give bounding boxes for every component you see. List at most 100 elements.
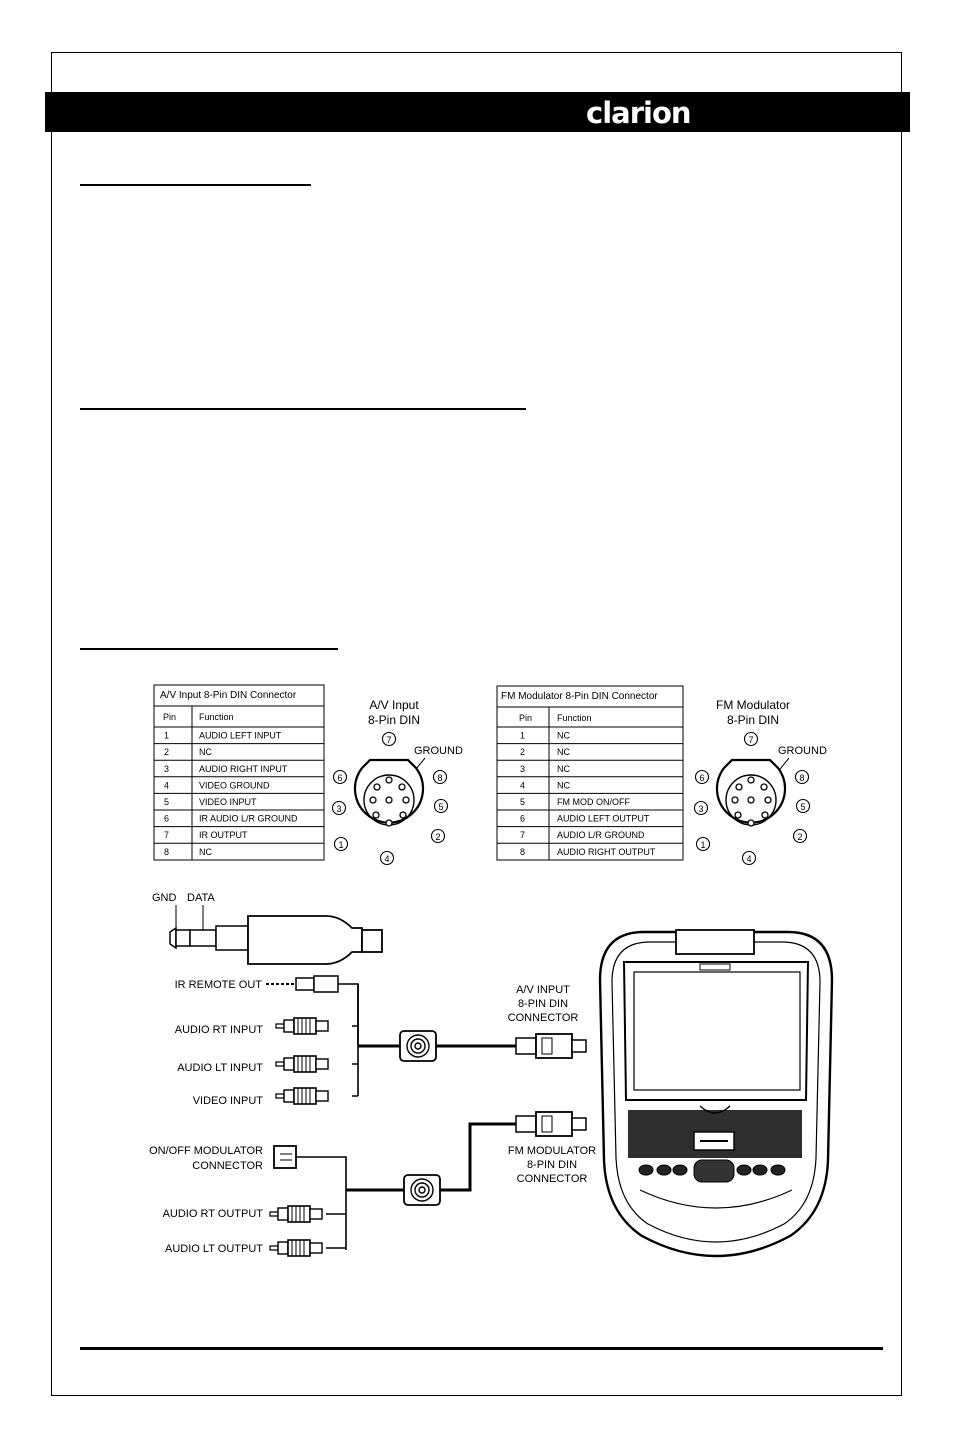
fm-din-label-ring-6 xyxy=(694,769,710,785)
av-function-3: AUDIO RIGHT INPUT xyxy=(199,764,288,774)
fm-din-title-2: 8-Pin DIN xyxy=(727,713,779,727)
fm-din-hole-8 xyxy=(760,783,768,791)
section-rule-3 xyxy=(80,648,338,650)
av-din-hole-4 xyxy=(385,819,393,827)
rca-audio-rt-input xyxy=(275,1017,329,1035)
fm-col-function: Function xyxy=(557,713,592,723)
av-table-title: A/V Input 8-Pin DIN Connector xyxy=(160,690,297,701)
fm-din-hole-2 xyxy=(761,811,769,819)
section-rule-2 xyxy=(80,408,526,410)
fm-function-8: AUDIO RIGHT OUTPUT xyxy=(557,847,656,857)
fm-din-label-5: 5 xyxy=(800,802,805,812)
fm-pin-3: 3 xyxy=(520,764,525,774)
av-pin-6: 6 xyxy=(164,814,169,824)
av-function-8: NC xyxy=(199,847,212,857)
fm-din-hole-5 xyxy=(764,796,772,804)
fm-pin-6: 6 xyxy=(520,814,525,824)
av-din-hole-2 xyxy=(399,811,407,819)
section-rule-1 xyxy=(80,184,311,186)
av-pin-2: 2 xyxy=(164,747,169,757)
av-function-6: IR AUDIO L/R GROUND xyxy=(199,814,298,824)
fm-pin-7: 7 xyxy=(520,830,525,840)
fm-din-hole-1 xyxy=(734,811,742,819)
fm-function-1: NC xyxy=(557,731,570,741)
fm-function-6: AUDIO LEFT OUTPUT xyxy=(557,814,650,824)
fm-pin-table: FM Modulator 8-Pin DIN Connector Pin Fun… xyxy=(496,685,684,861)
fm-function-7: AUDIO L/R GROUND xyxy=(557,830,645,840)
monitor-button-4 xyxy=(736,1164,752,1176)
av-connector-label-3: CONNECTOR xyxy=(508,1012,579,1024)
av-pin-7: 7 xyxy=(164,830,169,840)
av-pin-5: 5 xyxy=(164,797,169,807)
video-input-label: VIDEO INPUT xyxy=(193,1095,264,1107)
av-din-label-4: 4 xyxy=(384,854,389,864)
av-din-title-2: 8-Pin DIN xyxy=(368,713,420,727)
data-plug: GND DATA xyxy=(152,892,383,965)
fm-din-label-1: 1 xyxy=(700,840,705,850)
av-din-label-ring-7 xyxy=(381,731,397,747)
input-harness: IR REMOTE OUT AUDIO RT INPUT AUDIO LT IN… xyxy=(175,975,587,1107)
fm-pin-2: 2 xyxy=(520,747,525,757)
fm-col-pin: Pin xyxy=(519,713,532,723)
fm-connector-label-2: 8-PIN DIN xyxy=(527,1159,577,1171)
av-function-1: AUDIO LEFT INPUT xyxy=(199,731,282,741)
fm-din-label-ring-8 xyxy=(794,769,810,785)
audio-rt-input-label: AUDIO RT INPUT xyxy=(175,1024,263,1036)
fm-din-hole-7 xyxy=(747,776,755,784)
fm-din-label-ring-4 xyxy=(741,850,757,866)
av-din-label-ring-1 xyxy=(333,836,349,852)
fm-din-label-ring-2 xyxy=(792,828,808,844)
av-pin-1: 1 xyxy=(164,731,169,741)
av-pin-8: 8 xyxy=(164,847,169,857)
rca-audio-lt-output xyxy=(269,1239,323,1257)
ir-remote-out-label: IR REMOTE OUT xyxy=(175,979,263,991)
av-pin-4: 4 xyxy=(164,780,169,790)
fm-connector-label-1: FM MODULATOR xyxy=(508,1145,596,1157)
fm-din-label-ring-1 xyxy=(695,836,711,852)
audio-lt-input-label: AUDIO LT INPUT xyxy=(177,1062,263,1074)
fm-pin-8: 8 xyxy=(520,847,525,857)
fm-function-4: NC xyxy=(557,780,570,790)
av-din-label-8: 8 xyxy=(437,773,442,783)
page-frame xyxy=(51,52,902,1396)
fm-pin-4: 4 xyxy=(520,780,525,790)
fm-function-2: NC xyxy=(557,747,570,757)
av-pin-table: A/V Input 8-Pin DIN Connector Pin Functi… xyxy=(153,684,325,861)
fm-din-label-8: 8 xyxy=(799,773,804,783)
audio-lt-output-label: AUDIO LT OUTPUT xyxy=(165,1243,263,1255)
av-din-label-6: 6 xyxy=(337,773,342,783)
av-function-7: IR OUTPUT xyxy=(199,830,248,840)
data-label: DATA xyxy=(187,892,215,904)
overhead-monitor-illustration xyxy=(598,929,834,1258)
av-din-label-ring-3 xyxy=(331,800,347,816)
output-harness: ON/OFF MODULATOR CONNECTOR AUDIO RT OUTP… xyxy=(149,1111,596,1257)
rca-audio-rt-output xyxy=(269,1205,323,1223)
av-din-hole-8 xyxy=(398,783,406,791)
gnd-label: GND xyxy=(152,892,177,904)
rca-video-input xyxy=(275,1087,329,1105)
header-bar xyxy=(45,92,910,132)
av-din-hole-7 xyxy=(385,776,393,784)
monitor-button-2 xyxy=(656,1164,672,1176)
av-din-label-5: 5 xyxy=(438,802,443,812)
av-col-pin: Pin xyxy=(163,712,176,722)
fm-function-3: NC xyxy=(557,764,570,774)
av-din-hole-1 xyxy=(372,811,380,819)
av-din-hole-5 xyxy=(402,796,410,804)
fm-din-label-ring-3 xyxy=(693,800,709,816)
fm-din-label-ring-5 xyxy=(795,798,811,814)
fm-din-title-1: FM Modulator xyxy=(716,698,790,712)
fm-din-label-ring-7 xyxy=(743,731,759,747)
av-function-5: VIDEO INPUT xyxy=(199,797,257,807)
footer-rule xyxy=(80,1347,883,1350)
av-din-ground-label: GROUND xyxy=(414,745,463,757)
av-din-label-ring-8 xyxy=(432,769,448,785)
fm-din-label-3: 3 xyxy=(698,804,703,814)
clarion-logo: clarion xyxy=(586,96,692,130)
fm-function-5: FM MOD ON/OFF xyxy=(557,797,630,807)
fm-table-title: FM Modulator 8-Pin DIN Connector xyxy=(501,691,658,702)
monitor-button-5 xyxy=(752,1164,768,1176)
